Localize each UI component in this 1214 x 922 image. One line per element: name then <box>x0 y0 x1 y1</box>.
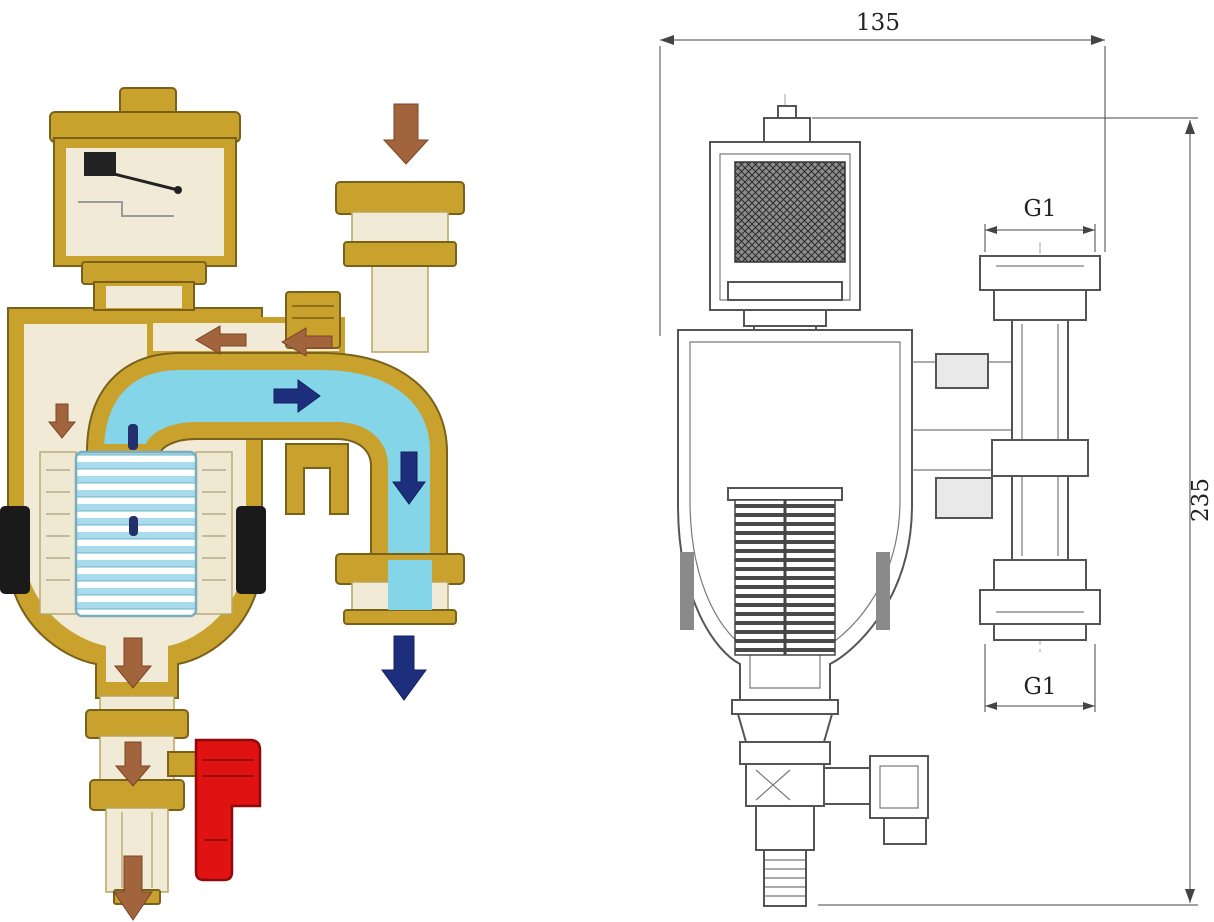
dim-width-label: 135 <box>856 10 900 36</box>
channel-right-arrow <box>273 379 321 413</box>
dimension-annotations: 135 235 G1 G1 <box>659 10 1214 906</box>
flow-arrows <box>47 103 430 921</box>
port-bottom-label: G1 <box>1023 674 1056 700</box>
cutaway-diagram <box>0 87 465 921</box>
magnet-right <box>236 506 266 594</box>
engineering-drawing: 135 235 G1 G1 <box>659 10 1214 907</box>
filter-core-slot-top <box>128 424 138 450</box>
filter-element <box>39 424 233 618</box>
port-top-label: G1 <box>1023 196 1056 222</box>
drain-valve-red <box>167 738 262 882</box>
dim-height-label: 235 <box>1188 478 1214 522</box>
outlet-exit-down-arrow <box>381 635 427 701</box>
drain-section <box>731 699 929 907</box>
air-vent <box>49 87 241 311</box>
outlet-pipe-down-arrow <box>392 451 426 505</box>
vent-float-hatched <box>734 161 846 263</box>
channel-bracket <box>285 443 349 515</box>
filter-entry-down-arrow <box>47 403 77 439</box>
side-clamp-left <box>680 552 694 630</box>
vent-section <box>709 105 861 347</box>
drain-exit-down-arrow <box>113 855 153 921</box>
piping-section <box>912 255 1101 641</box>
inlet-fitting <box>335 181 465 353</box>
drain-flow-down-arrow <box>114 741 152 787</box>
water-channel <box>85 352 448 624</box>
port-top <box>979 255 1101 321</box>
port-bottom <box>979 559 1101 641</box>
outlet-fitting <box>335 553 465 625</box>
filter-core-slot-mid <box>129 516 138 536</box>
upper-duct-left-arrow-2 <box>281 327 333 357</box>
side-clamp-right <box>876 552 890 630</box>
vessel-settling-down-arrow <box>113 637 153 689</box>
magnet-left <box>0 506 30 594</box>
inlet-down-arrow <box>382 103 430 165</box>
upper-duct-left-arrow-1 <box>195 325 247 355</box>
filter-section <box>727 487 843 656</box>
